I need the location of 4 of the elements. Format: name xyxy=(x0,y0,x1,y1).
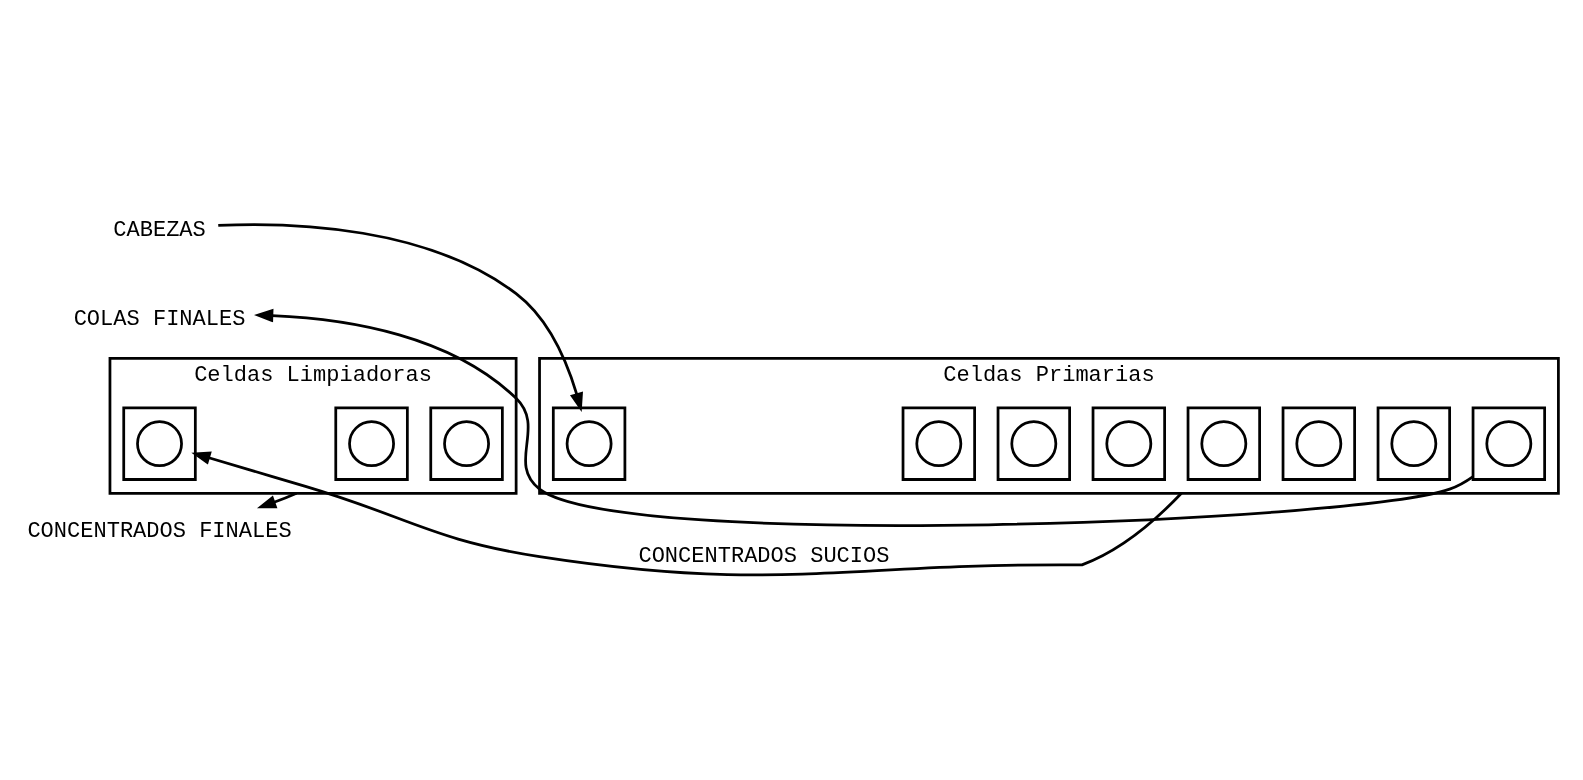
node-text: CABEZAS xyxy=(113,217,206,243)
edge-label: CONCENTRADOS SUCIOS xyxy=(638,543,890,569)
node-text: CONCENTRADOS FINALES xyxy=(27,518,292,544)
node-text: COLAS FINALES xyxy=(73,306,246,332)
